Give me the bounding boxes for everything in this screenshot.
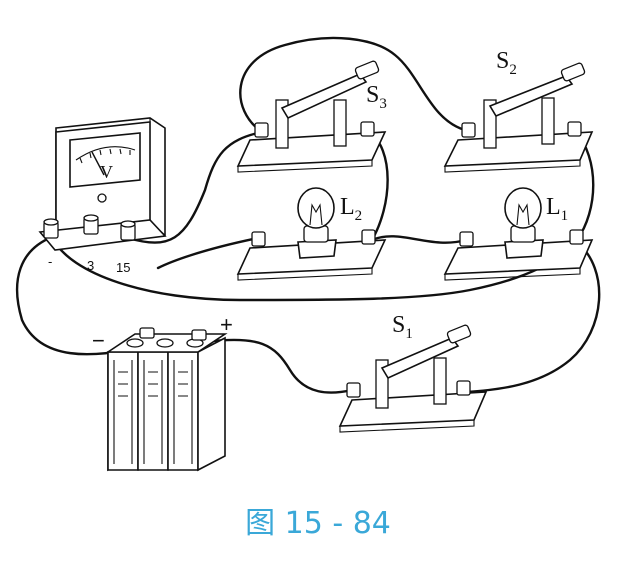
s2-terminal-right [567,121,582,137]
switch-s3: S3 [236,60,387,173]
label-s3: S3 [366,82,387,112]
l1-terminal-right [569,229,584,245]
voltmeter-terminal-neg [43,218,59,239]
wire-l2-l1 [370,235,468,244]
lamp-l1: L1 [443,187,594,281]
label-l1: L1 [546,194,568,224]
voltmeter-label-3: 3 [87,258,94,273]
s1-terminal-left [346,382,361,398]
wires [15,36,601,394]
lamp-l2: L2 [236,187,387,281]
s2-terminal-left [461,122,476,138]
battery-neg-sign: − [92,328,105,353]
voltmeter-terminal-3 [83,214,99,235]
battery-terminal-neg [139,327,155,339]
switch-s1: S1 [338,312,488,433]
voltmeter-label-15: 15 [116,260,130,275]
l1-terminal-left [459,231,474,247]
figure-caption: 图 15 - 84 [245,506,391,541]
battery: − + [92,312,233,472]
voltmeter-terminal-15 [120,220,136,241]
wire-battery-s1 [203,338,354,394]
l2-terminal-left [251,231,266,247]
zero-adjust-screw [97,193,107,203]
bulb-l1 [504,187,542,229]
s3-terminal-left [254,122,269,138]
label-l2: L2 [340,194,362,224]
wire-voltmeter-l1 [50,235,579,302]
battery-terminal-pos [191,329,207,341]
battery-pos-sign: + [220,312,233,337]
label-s2: S2 [496,48,517,78]
l2-terminal-right [361,229,376,245]
switch-s2: S2 [443,48,594,173]
wire-voltmeter-neg-battery [15,235,152,356]
voltmeter-symbol: V [100,162,113,182]
voltmeter-label-neg: - [48,254,52,269]
wire-s3-s2 [239,36,467,134]
label-s1: S1 [392,312,413,342]
voltmeter: V - 3 15 [38,117,167,275]
wire-voltmeter-s3 [126,130,264,244]
wire-l1-s1 [463,240,601,394]
wire-l2-battery-pos [156,236,260,270]
bulb-l2 [297,187,335,229]
s3-terminal-right [360,121,375,137]
s1-terminal-right [456,380,471,396]
